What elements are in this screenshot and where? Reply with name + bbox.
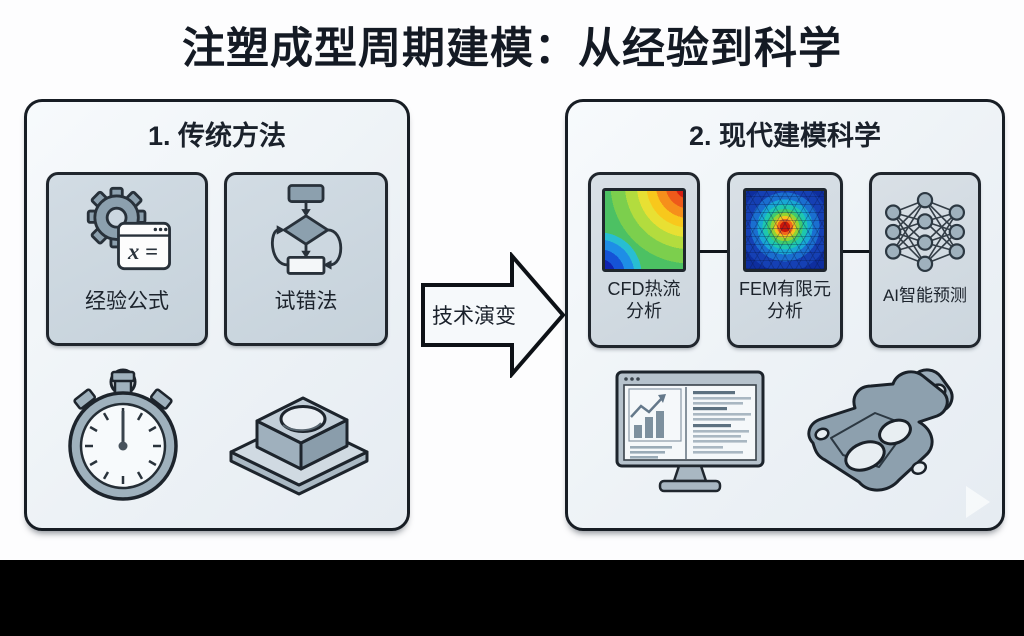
card-connector-line bbox=[700, 250, 727, 253]
traditional-panel-heading: 1. 传统方法 bbox=[147, 121, 287, 151]
cfd-heatmap-image bbox=[602, 188, 686, 272]
formula-window: x = bbox=[117, 221, 171, 271]
monitor-bar-chart bbox=[634, 411, 664, 438]
fem-mesh-image bbox=[743, 188, 827, 272]
card-label-cfd: CFD热流 分析 bbox=[607, 279, 681, 321]
modern-panel-heading: 2. 现代建模科学 bbox=[688, 121, 882, 151]
monitor-report-lines bbox=[693, 391, 751, 454]
card-label-trial-and-error: 试错法 bbox=[274, 290, 338, 313]
card-label-ai: AI智能预测 bbox=[882, 286, 968, 305]
card-label-empirical-formula: 经验公式 bbox=[85, 290, 169, 313]
card-trial-and-error: 试错法 bbox=[224, 172, 388, 346]
card-connector-line bbox=[843, 250, 869, 253]
transition-arrow-label: 技术演变 bbox=[432, 305, 516, 328]
right-arrow-icon bbox=[421, 250, 566, 380]
card-label-fem: FEM有限元 分析 bbox=[739, 279, 831, 321]
card-cfd-analysis: CFD热流 分析 bbox=[588, 172, 700, 348]
traditional-methods-panel: 1. 传统方法 bbox=[24, 99, 410, 531]
gear-formula-icon: x = bbox=[86, 186, 171, 271]
page-title: 注塑成型周期建模：从经验到科学 bbox=[182, 25, 842, 73]
molded-part-illustration bbox=[229, 396, 369, 496]
bracket-part-illustration bbox=[807, 368, 954, 492]
card-empirical-formula: x = 经验公式 bbox=[46, 172, 208, 346]
card-fem-analysis: FEM有限元 分析 bbox=[727, 172, 843, 348]
flowchart-loop-icon bbox=[271, 184, 343, 275]
card-ai-prediction: AI智能预测 bbox=[869, 172, 981, 348]
watermark-arrow bbox=[966, 486, 990, 518]
bottom-letterbox-bar bbox=[0, 560, 1024, 636]
analysis-monitor-illustration bbox=[615, 370, 765, 493]
svg-text:x =: x = bbox=[127, 239, 158, 264]
stopwatch-ticks bbox=[85, 408, 161, 484]
neural-network-icon bbox=[884, 191, 966, 273]
transition-arrow: 技术演变 bbox=[420, 250, 567, 380]
modern-science-panel: 2. 现代建模科学 CFD热流 分析 FEM有限元 分析 bbox=[565, 99, 1005, 531]
stopwatch-illustration bbox=[68, 368, 178, 501]
